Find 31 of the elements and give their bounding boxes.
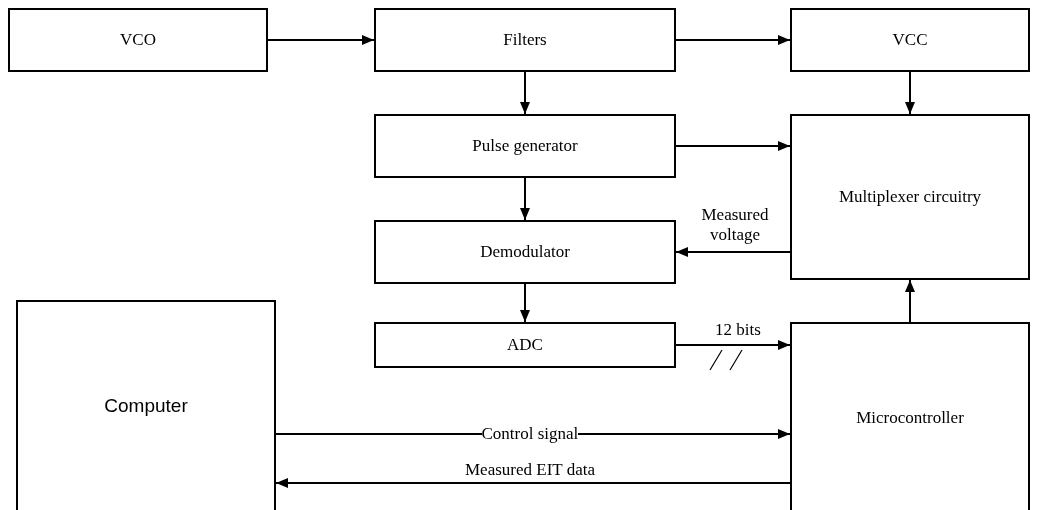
arrow bbox=[275, 478, 791, 488]
process-box bbox=[16, 300, 276, 510]
box-label: Computer bbox=[104, 395, 188, 417]
box-label: Multiplexer circuitry bbox=[838, 187, 982, 207]
box-label: VCO bbox=[120, 30, 156, 50]
box-label: Filters bbox=[503, 30, 547, 50]
arrow bbox=[905, 279, 915, 323]
box-label: ADC bbox=[507, 335, 543, 355]
arrow bbox=[675, 35, 791, 45]
process-box bbox=[790, 322, 1030, 510]
process-box bbox=[374, 114, 676, 178]
edge-label: Control signal bbox=[481, 424, 579, 444]
arrow bbox=[267, 35, 375, 45]
arrow bbox=[905, 71, 915, 115]
arrow bbox=[675, 141, 791, 151]
box-label: VCC bbox=[892, 30, 928, 50]
process-box bbox=[790, 114, 1030, 280]
arrow bbox=[520, 71, 530, 115]
process-box bbox=[374, 220, 676, 284]
arrow bbox=[520, 283, 530, 323]
box-label: Microcontroller bbox=[856, 408, 964, 428]
process-box bbox=[374, 8, 676, 72]
box-label: Pulse generator bbox=[472, 136, 578, 156]
process-box bbox=[790, 8, 1030, 72]
process-box bbox=[8, 8, 268, 72]
edge-label: Measured voltage bbox=[700, 205, 770, 245]
arrow bbox=[675, 340, 791, 350]
process-box bbox=[374, 322, 676, 368]
box-label: Demodulator bbox=[480, 242, 570, 262]
arrow bbox=[520, 177, 530, 221]
arrow bbox=[675, 247, 791, 257]
